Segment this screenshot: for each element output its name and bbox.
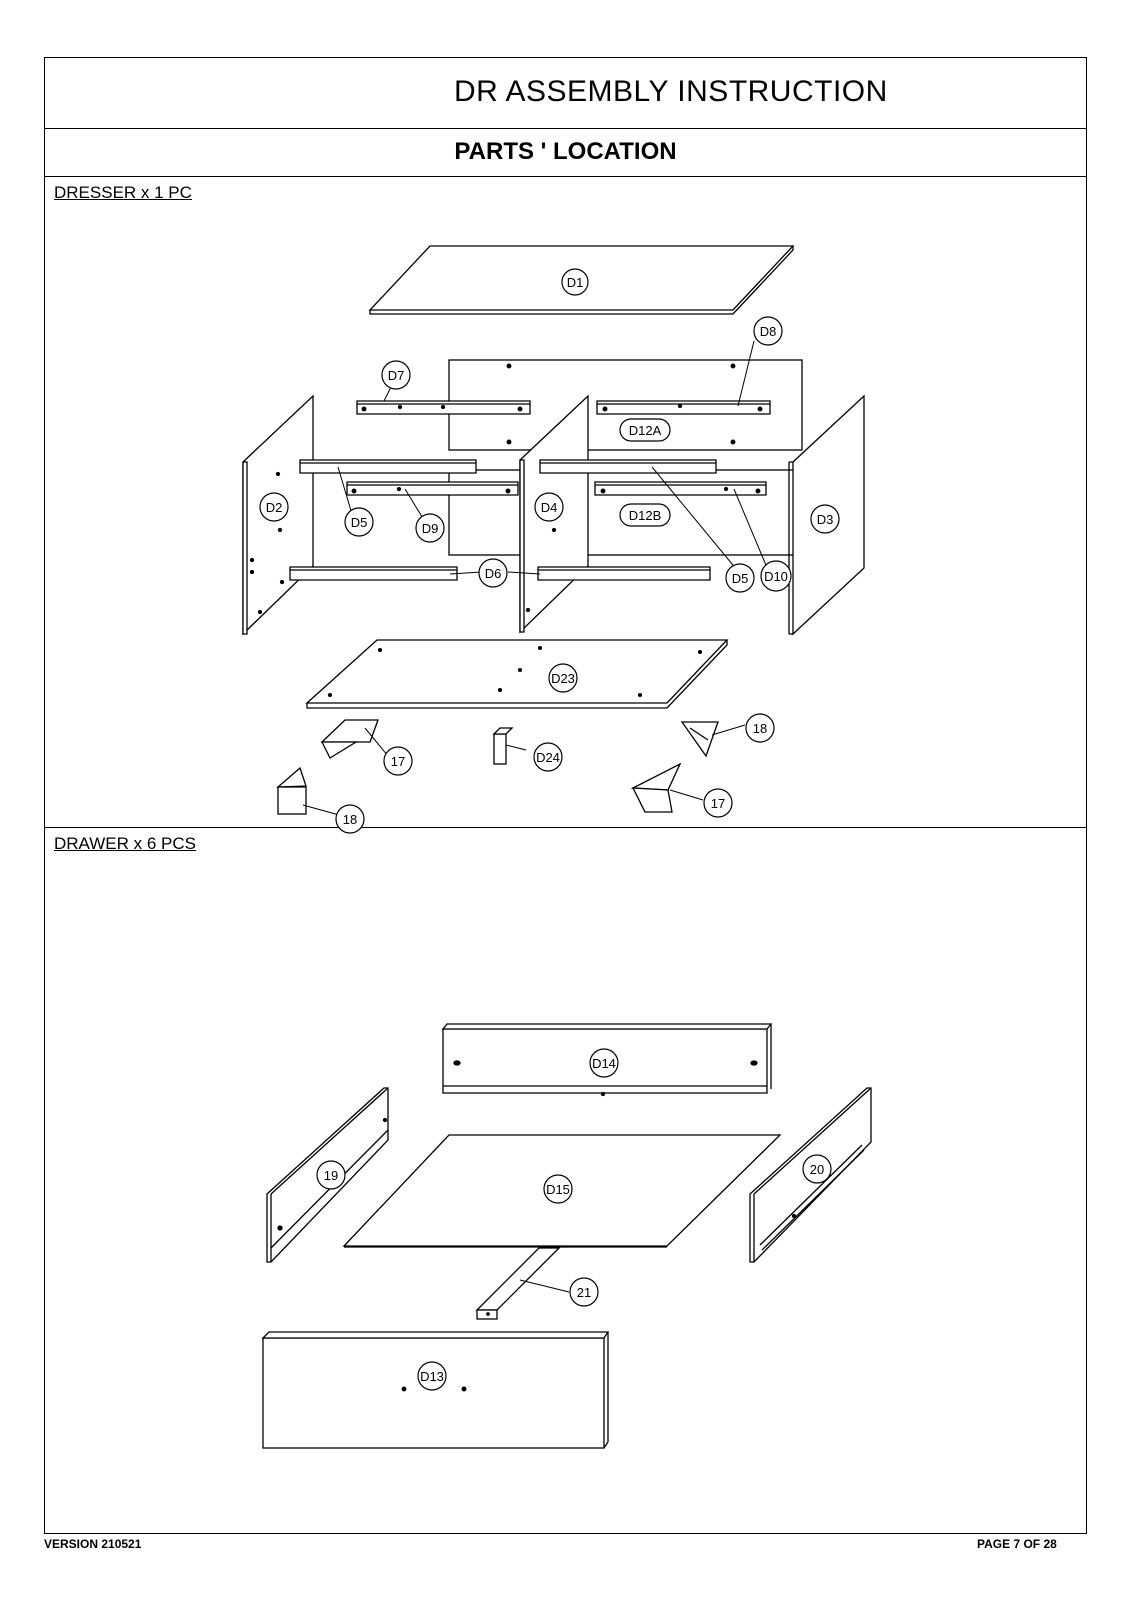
- part-d23-bottom-panel: [305, 639, 729, 709]
- page-frame: [44, 57, 1087, 1534]
- label-d13: D13: [420, 1369, 444, 1384]
- label-18-right: 18: [753, 721, 767, 736]
- badge-d13: [417, 1361, 447, 1391]
- label-d1: D1: [567, 275, 584, 290]
- subtitle-row: PARTS ' LOCATION: [44, 129, 1087, 177]
- badge-d8: [753, 316, 783, 346]
- part-18-corner-left: [276, 766, 307, 815]
- label-d2: D2: [266, 500, 283, 515]
- badge-19: [316, 1160, 346, 1190]
- label-21: 21: [577, 1285, 591, 1300]
- label-17-left: 17: [391, 754, 405, 769]
- section-divider: [44, 827, 1087, 828]
- badge-21: [569, 1277, 599, 1307]
- badge-d14: [589, 1048, 619, 1078]
- part-d5-rail-left: [299, 459, 477, 474]
- label-18-left: 18: [343, 812, 357, 827]
- badge-d6: [478, 558, 508, 588]
- badge-d15: [543, 1174, 573, 1204]
- badge-20: [802, 1154, 832, 1184]
- part-d9-rail: [346, 481, 519, 496]
- badge-d9: [415, 513, 445, 543]
- part-d7-rail: [356, 400, 531, 415]
- label-d6: D6: [485, 566, 502, 581]
- part-d8-rail: [596, 400, 771, 415]
- callout-labels: D1 D8 D7 D12A D2 D4 D12B D3 D5 D9 D6 D5 …: [266, 275, 834, 1384]
- badge-d5-right: [725, 563, 755, 593]
- label-d9: D9: [422, 521, 439, 536]
- badge-d1: [561, 268, 589, 296]
- leader-lines-dresser: [302, 340, 769, 816]
- label-d5-right: D5: [732, 571, 749, 586]
- badge-d24: [533, 742, 563, 772]
- badge-d10: [760, 560, 792, 592]
- label-d4: D4: [541, 500, 558, 515]
- footer-version: VERSION 210521: [44, 1537, 142, 1551]
- badge-18-right: [745, 713, 775, 743]
- badge-d12b: [619, 503, 671, 527]
- part-17-foot-left: [320, 719, 379, 759]
- section-label-dresser: DRESSER x 1 PC: [54, 183, 192, 202]
- badge-17-right: [703, 788, 733, 818]
- label-d3: D3: [817, 512, 834, 527]
- label-d15: D15: [546, 1182, 570, 1197]
- section-label-drawer: DRAWER x 6 PCS: [54, 834, 197, 853]
- label-d8: D8: [760, 324, 777, 339]
- part-d10-rail: [594, 481, 767, 496]
- label-d7: D7: [388, 368, 405, 383]
- page-subtitle: PARTS ' LOCATION: [454, 138, 677, 165]
- badge-d23: [548, 663, 578, 693]
- badge-d12a: [619, 418, 671, 442]
- footer-page-number: PAGE 7 OF 28: [977, 1537, 1057, 1551]
- label-d10: D10: [764, 569, 788, 584]
- part-21-drawer-runner: [475, 1247, 561, 1320]
- page-title: DR ASSEMBLY INSTRUCTION: [454, 75, 888, 108]
- badge-18-left: [335, 804, 365, 834]
- label-d24: D24: [536, 750, 560, 765]
- label-17-right: 17: [711, 796, 725, 811]
- badge-17-left: [383, 746, 413, 776]
- leader-lines-drawer: [519, 1279, 570, 1293]
- badge-d3: [810, 504, 840, 534]
- badge-d4: [534, 492, 564, 522]
- part-d5-rail-right: [539, 459, 717, 474]
- label-d12b: D12B: [629, 508, 662, 523]
- part-d6-rail-right: [537, 566, 711, 581]
- label-20: 20: [810, 1162, 824, 1177]
- part-d24-block: [492, 727, 514, 765]
- label-d12a: D12A: [629, 423, 662, 438]
- label-d5-left: D5: [351, 515, 368, 530]
- title-row: DR ASSEMBLY INSTRUCTION: [44, 57, 1087, 129]
- badge-d7: [381, 360, 411, 390]
- callout-badges: [259, 268, 840, 1391]
- label-d23: D23: [551, 671, 575, 686]
- part-17-foot-right: [630, 762, 682, 813]
- label-19: 19: [324, 1168, 338, 1183]
- label-d14: D14: [592, 1056, 616, 1071]
- badge-d5-left: [344, 507, 374, 537]
- part-d13-drawer-front: [261, 1331, 610, 1449]
- badge-d2: [259, 492, 289, 522]
- part-d6-rail-left: [289, 566, 458, 581]
- part-18-corner-right: [680, 721, 719, 758]
